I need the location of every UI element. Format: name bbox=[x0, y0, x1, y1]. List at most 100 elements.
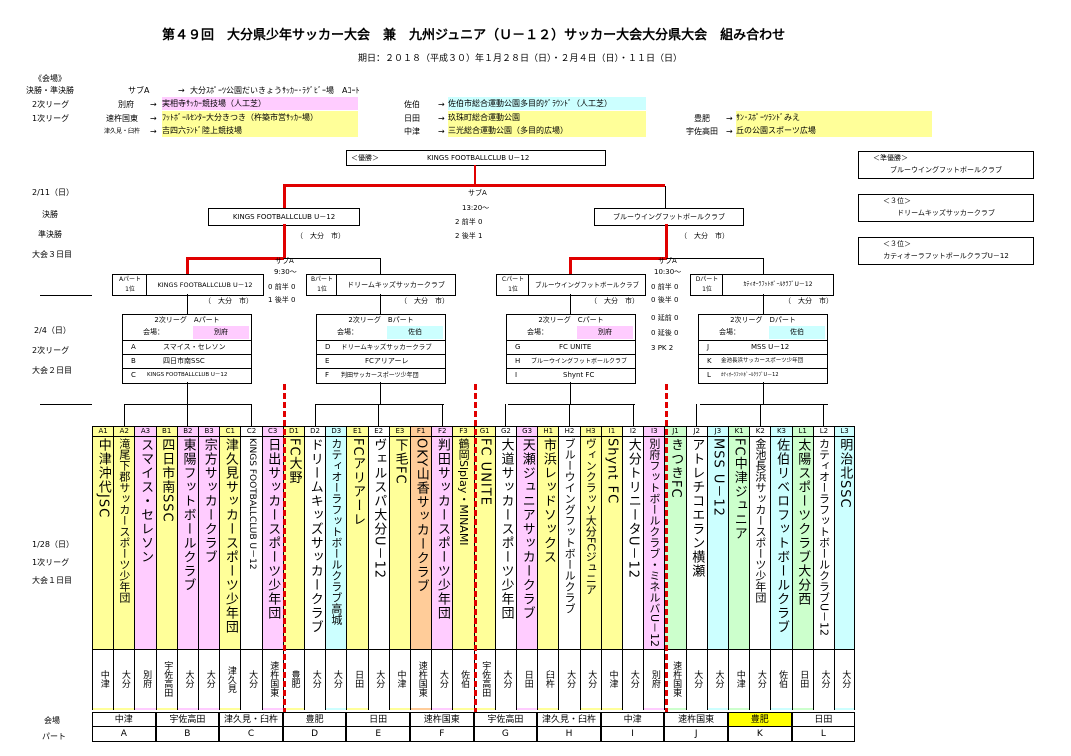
semi2-stem bbox=[665, 224, 668, 258]
team-name: 中津沖代JSC bbox=[95, 438, 111, 519]
team-name: Shynt FC bbox=[604, 438, 620, 505]
group-c-venue-row: 会場： 別府 bbox=[507, 326, 635, 339]
semi2-venue: サブA bbox=[658, 257, 677, 265]
team-code: C1 bbox=[220, 427, 241, 437]
conn-b bbox=[380, 294, 381, 314]
team-area-label: 大分 bbox=[368, 649, 389, 708]
bottom-part-cell: J bbox=[664, 727, 728, 742]
legend-short-4: 津久見・臼杵 bbox=[104, 128, 141, 135]
team-name: 津久見サッカースポーツ少年団 bbox=[222, 438, 238, 634]
label-day1: 1/28（日） bbox=[32, 540, 74, 549]
team-name: 鶴岡Slplay・MINAMI bbox=[457, 438, 471, 546]
team-code: G1 bbox=[474, 427, 495, 437]
team-name: 大分トリニータU－12 bbox=[625, 438, 641, 580]
team-code: F1 bbox=[411, 427, 432, 437]
team-name: ヴェルスパ大分U－12 bbox=[371, 438, 387, 580]
group-c-title: 2次リーグ Cパート bbox=[538, 316, 604, 324]
legend-right-name-1: ｻﾝ･ｽﾎﾟｰﾂﾗﾝﾄﾞみえ bbox=[736, 111, 932, 124]
group-b-team-3: 判田サッカースポーツ少年団 bbox=[341, 372, 419, 379]
team-area-label: 別府 bbox=[644, 649, 665, 708]
semi1-right-pref: （ 大分 市） bbox=[400, 297, 449, 305]
team-area-label: 中津 bbox=[93, 649, 114, 708]
group-a-title: 2次リーグ Aパート bbox=[154, 316, 220, 324]
legend-name-2: 実相寺ｻｯｶｰ競技場（人工芝） bbox=[162, 97, 358, 110]
team-code: E3 bbox=[389, 427, 410, 437]
semi1-venue: サブA bbox=[275, 257, 294, 265]
team-name: OKY山香サッカークラブ bbox=[413, 438, 429, 594]
semi2-left-pref: （ 大分 市） bbox=[590, 297, 639, 305]
group-b-venue-row: 会場： 佐伯 bbox=[317, 326, 445, 339]
team-area-label: 日田 bbox=[347, 649, 368, 708]
semi1-score-h1: 前半 bbox=[274, 283, 289, 291]
legend-mid-name-3: 三光総合運動公園（多目的広場） bbox=[448, 124, 646, 137]
team-code: G3 bbox=[517, 427, 538, 437]
bottom-venue-cell: 中津 bbox=[600, 712, 665, 727]
team-area-label: 佐伯 bbox=[771, 649, 792, 708]
semi2-score-5: 3 PK 2 bbox=[651, 343, 673, 353]
team-area-label: 大分 bbox=[199, 649, 220, 708]
team-area-label: 大分 bbox=[813, 649, 834, 708]
final-score-r1: 0 bbox=[477, 218, 483, 226]
group-d-team-2: 金池長浜サッカースポーツ少年団 bbox=[721, 358, 804, 364]
bracket-tick bbox=[632, 404, 634, 426]
semi2-score-r3: 0 bbox=[673, 314, 679, 322]
semi2-score-h1: 前半 bbox=[657, 283, 672, 291]
team-name: 日出サッカースポーツ少年団 bbox=[265, 438, 281, 620]
legend-mid-arrow-1: → bbox=[438, 100, 445, 109]
semi1-score-1: 0 前半 0 bbox=[268, 282, 295, 292]
team-name: 佐伯リベロフットボールクラブ bbox=[774, 438, 790, 634]
bracket-tick bbox=[759, 404, 761, 426]
legend-short-1: サブA bbox=[128, 86, 150, 95]
semi2-left-tag: Cパート 1位 bbox=[496, 274, 530, 296]
group-d-team-1: MSS U－12 bbox=[751, 343, 790, 351]
team-name: ドリームキッズサッカークラブ bbox=[307, 438, 323, 634]
group-b-venue-label: 会場： bbox=[337, 328, 358, 336]
group-a-code-1: A bbox=[131, 343, 136, 351]
bottom-part-cell: B bbox=[155, 727, 220, 742]
team-code: J2 bbox=[686, 427, 707, 437]
team-code: D2 bbox=[305, 427, 326, 437]
team-area-label: 佐伯 bbox=[453, 649, 474, 708]
team-name: FC大野 bbox=[286, 438, 302, 485]
team-name: アトレチコエラン横瀬 bbox=[689, 438, 705, 578]
semi2-score-h3: 延前 bbox=[657, 314, 672, 322]
team-name: 別府フットボールクラブ・ミネルバU－12 bbox=[647, 438, 661, 648]
group-b-team-1: ドリームキッズサッカークラブ bbox=[341, 343, 432, 351]
group-a-venue-row: 会場： 別府 bbox=[123, 326, 251, 339]
group-a-venue-label: 会場： bbox=[143, 328, 164, 336]
label-league1: 1次リーグ bbox=[32, 558, 70, 567]
group-d-title: 2次リーグ Dパート bbox=[730, 316, 796, 324]
team-area-label: 豊肥 bbox=[283, 649, 304, 708]
team-code: A1 bbox=[93, 427, 114, 437]
semi1-left-pref: （ 大分 市） bbox=[204, 297, 253, 305]
final-score-half2: 後半 bbox=[461, 232, 476, 240]
team-name: KINGS FOOTBALLCLUB U－12 bbox=[247, 438, 258, 570]
group-c-code-1: G bbox=[515, 343, 521, 351]
champion-label: ＜優勝＞ bbox=[351, 154, 379, 162]
semi2-right-tag: Dパート 1位 bbox=[690, 274, 724, 296]
group-b-code-3: F bbox=[325, 371, 330, 379]
final-top-line bbox=[284, 184, 665, 187]
bar-gc bbox=[508, 404, 635, 405]
legend-mid-arrow-3: → bbox=[438, 127, 445, 136]
team-name: 太陽スポーツクラブ大分西 bbox=[795, 438, 811, 606]
team-name: FCアリアーレ bbox=[350, 438, 366, 527]
legend-mid-short-2: 日田 bbox=[404, 114, 420, 123]
final-venue: サブA bbox=[468, 189, 487, 197]
team-code: I3 bbox=[644, 427, 665, 437]
label-league2: 2次リーグ bbox=[32, 346, 70, 355]
group-a-venue: 別府 bbox=[193, 326, 249, 339]
legend-right-arrow-1: → bbox=[726, 114, 733, 123]
